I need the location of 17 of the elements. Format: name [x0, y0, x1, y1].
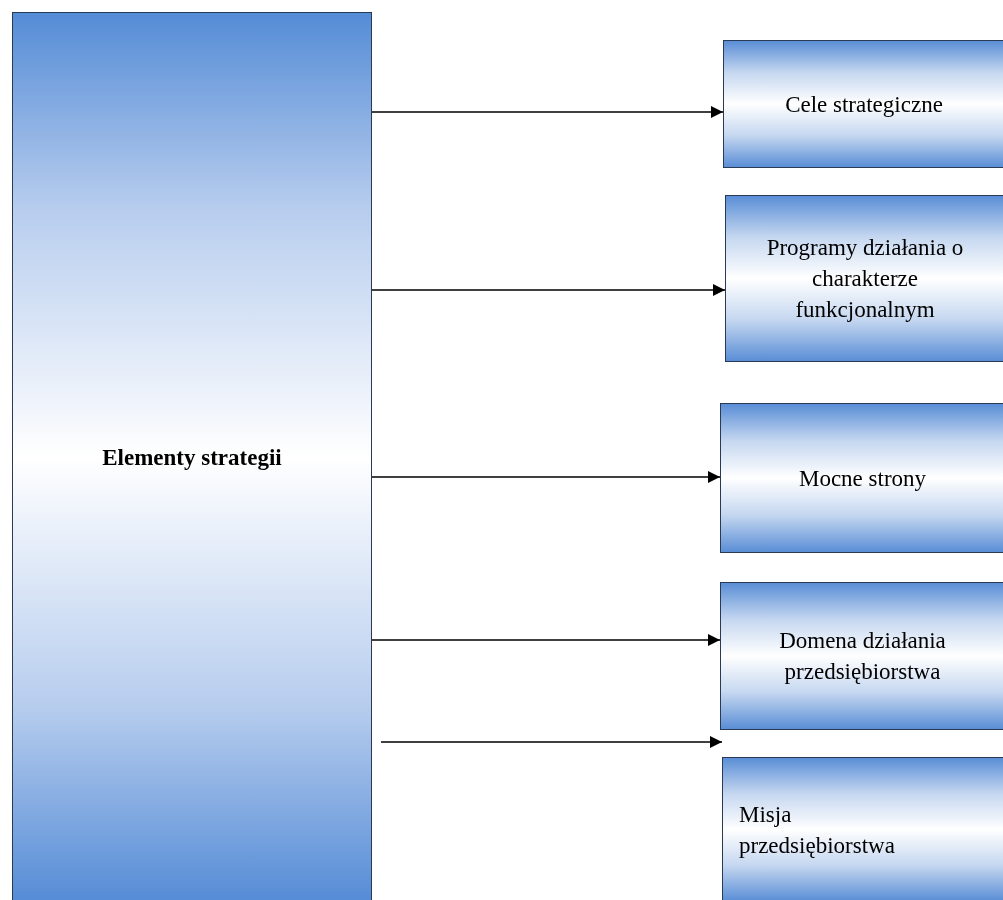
process-box: [723, 40, 1003, 168]
arrow: [371, 634, 721, 646]
box-label: Domena działania przedsiębiorstwa: [778, 627, 947, 686]
arrow: [371, 471, 721, 483]
process-box: [720, 403, 1003, 553]
arrow: [371, 106, 724, 118]
box-label: Programy działania o charakterze funkcjonalnym: [765, 234, 965, 324]
box-label: Cele strategiczne: [784, 90, 944, 119]
box-label: Elementy strategii: [101, 443, 283, 472]
process-box: [722, 757, 1003, 900]
box-label: Misja przedsiębiorstwa: [738, 800, 896, 860]
process-box: [725, 195, 1003, 362]
arrow: [371, 284, 726, 296]
box-label: Mocne strony: [797, 464, 928, 493]
arrow: [380, 736, 723, 748]
process-box: [720, 582, 1003, 730]
process-box: [12, 12, 372, 900]
